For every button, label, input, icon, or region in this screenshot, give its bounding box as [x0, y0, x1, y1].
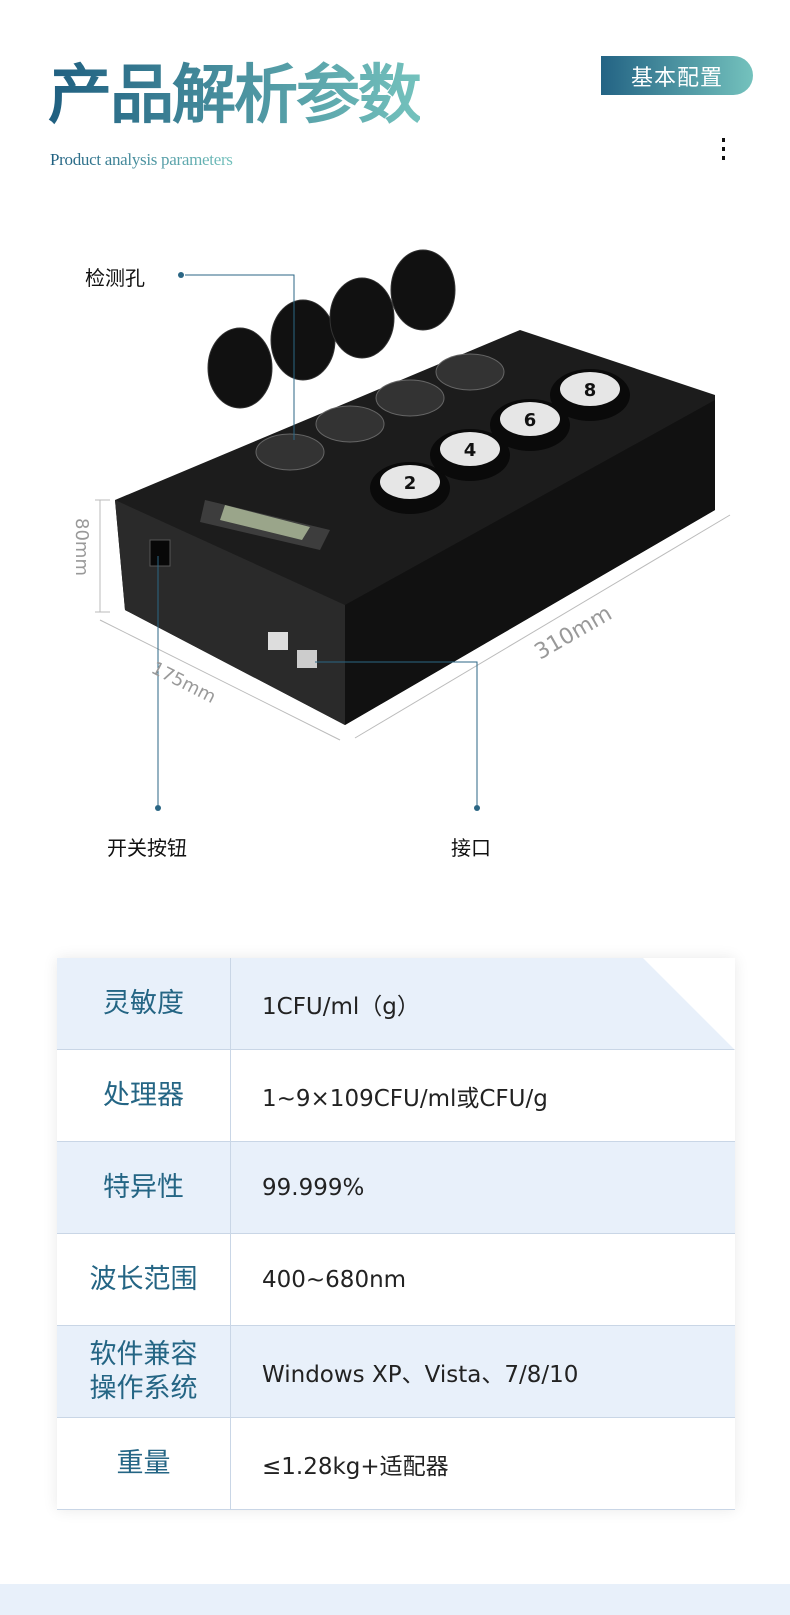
- spec-label: 重量: [57, 1418, 231, 1509]
- spec-row: 处理器 1~9×109CFU/ml或CFU/g: [57, 1050, 735, 1142]
- slot-number: 8: [584, 380, 597, 401]
- page-subtitle: Product analysis parameters: [50, 150, 233, 169]
- dimension-height: 80mm: [71, 518, 92, 576]
- spec-row: 灵敏度 1CFU/ml（g）: [57, 958, 735, 1050]
- spec-row: 波长范围 400~680nm: [57, 1234, 735, 1326]
- spec-row: 软件兼容 操作系统 Windows XP、Vista、7/8/10: [57, 1326, 735, 1418]
- more-menu-icon[interactable]: [720, 138, 726, 160]
- corner-cut: [643, 958, 735, 1050]
- spec-value: ≤1.28kg+适配器: [262, 1453, 449, 1480]
- spec-table: 灵敏度 1CFU/ml（g） 处理器 1~9×109CFU/ml或CFU/g 特异性…: [57, 958, 735, 1510]
- callout-power-button: 开关按钮: [107, 836, 187, 860]
- spec-value: Windows XP、Vista、7/8/10: [262, 1361, 579, 1388]
- spec-label: 处理器: [57, 1050, 231, 1141]
- callout-port: 接口: [451, 836, 491, 860]
- page-title: 产品解析参数: [48, 44, 422, 136]
- product-diagram: 2 4 6 8 80mm 175mm 310mm: [71, 249, 731, 811]
- spec-value: 1CFU/ml（g）: [262, 993, 420, 1020]
- spec-value: 400~680nm: [262, 1266, 407, 1293]
- slot-number: 4: [464, 440, 477, 461]
- spec-label: 特异性: [57, 1142, 231, 1233]
- spec-label: 灵敏度: [57, 958, 231, 1049]
- section-badge: 基本配置: [601, 56, 753, 95]
- spec-label: 波长范围: [57, 1234, 231, 1325]
- footer-band: [0, 1584, 790, 1615]
- spec-value: 1~9×109CFU/ml或CFU/g: [262, 1085, 548, 1112]
- dimension-length: 310mm: [531, 601, 617, 665]
- spec-row: 特异性 99.999%: [57, 1142, 735, 1234]
- spec-row: 重量 ≤1.28kg+适配器: [57, 1418, 735, 1510]
- slot-number: 2: [404, 473, 417, 494]
- callout-detection-holes: 检测孔: [85, 266, 145, 290]
- spec-value: 99.999%: [262, 1174, 365, 1201]
- slot-number: 6: [524, 410, 537, 431]
- spec-label: 软件兼容 操作系统: [57, 1326, 231, 1417]
